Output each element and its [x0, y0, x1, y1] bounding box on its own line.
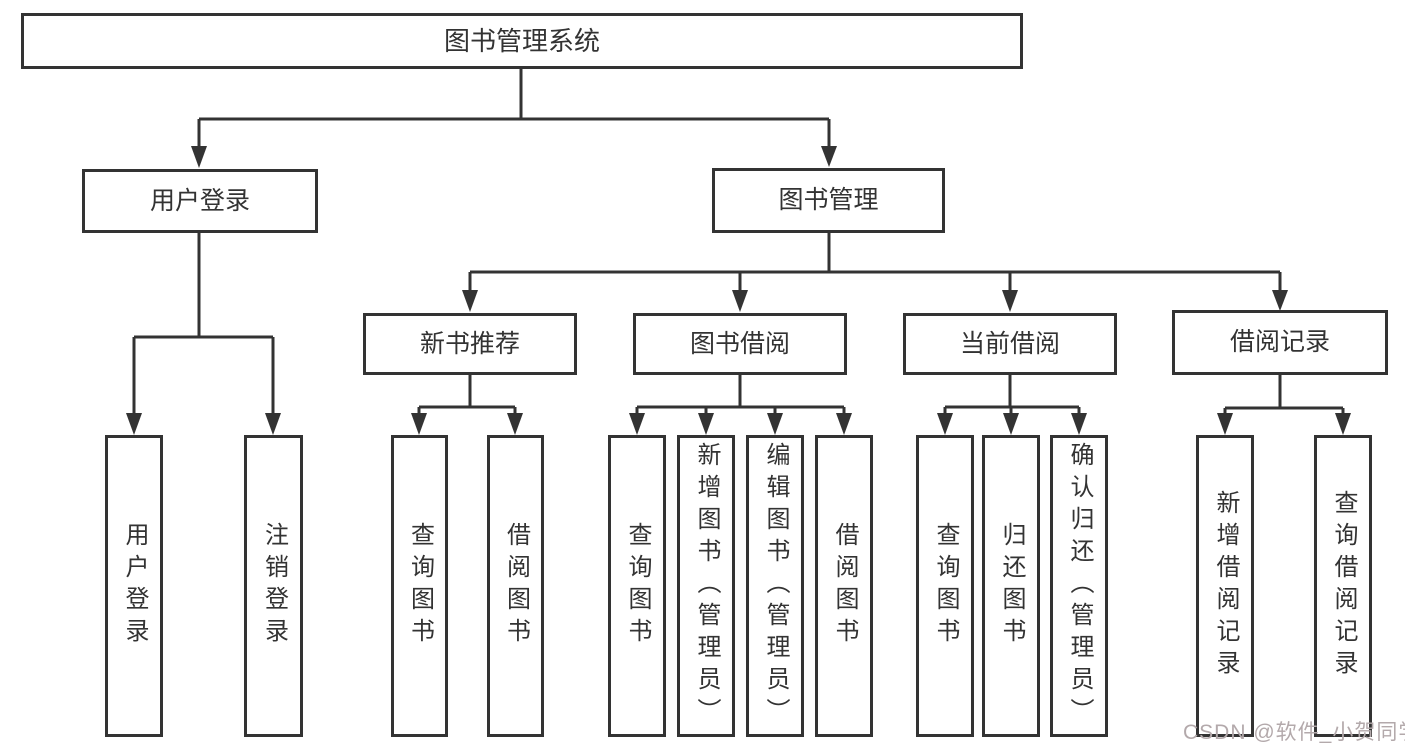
leaf-edit-books-admin: 编辑图书（管理员）: [746, 435, 804, 737]
leaf-query-books-recommend: 查询图书: [391, 435, 448, 737]
node-current-borrow: 当前借阅: [903, 313, 1117, 375]
leaf-confirm-return-admin: 确认归还（管理员）: [1050, 435, 1108, 737]
leaf-add-borrow-record: 新增借阅记录: [1196, 435, 1254, 737]
leaf-query-books-current: 查询图书: [916, 435, 974, 737]
leaf-return-books: 归还图书: [982, 435, 1040, 737]
node-book-borrow: 图书借阅: [633, 313, 847, 375]
node-book-management: 图书管理: [712, 168, 945, 233]
leaf-add-books-admin: 新增图书（管理员）: [677, 435, 735, 737]
leaf-borrow-books-recommend: 借阅图书: [487, 435, 544, 737]
node-new-book-recommend: 新书推荐: [363, 313, 577, 375]
leaf-logout: 注销登录: [244, 435, 303, 737]
node-library-management-system: 图书管理系统: [21, 13, 1023, 69]
leaf-query-books-borrow: 查询图书: [608, 435, 666, 737]
node-user-login: 用户登录: [82, 169, 318, 233]
arrowheads: [126, 146, 1351, 435]
csdn-watermark: CSDN @软件_小贺同学: [1183, 721, 1405, 744]
leaf-borrow-books: 借阅图书: [815, 435, 873, 737]
leaf-query-borrow-record: 查询借阅记录: [1314, 435, 1372, 737]
leaf-user-login: 用户登录: [105, 435, 163, 737]
node-borrow-records: 借阅记录: [1172, 310, 1388, 375]
